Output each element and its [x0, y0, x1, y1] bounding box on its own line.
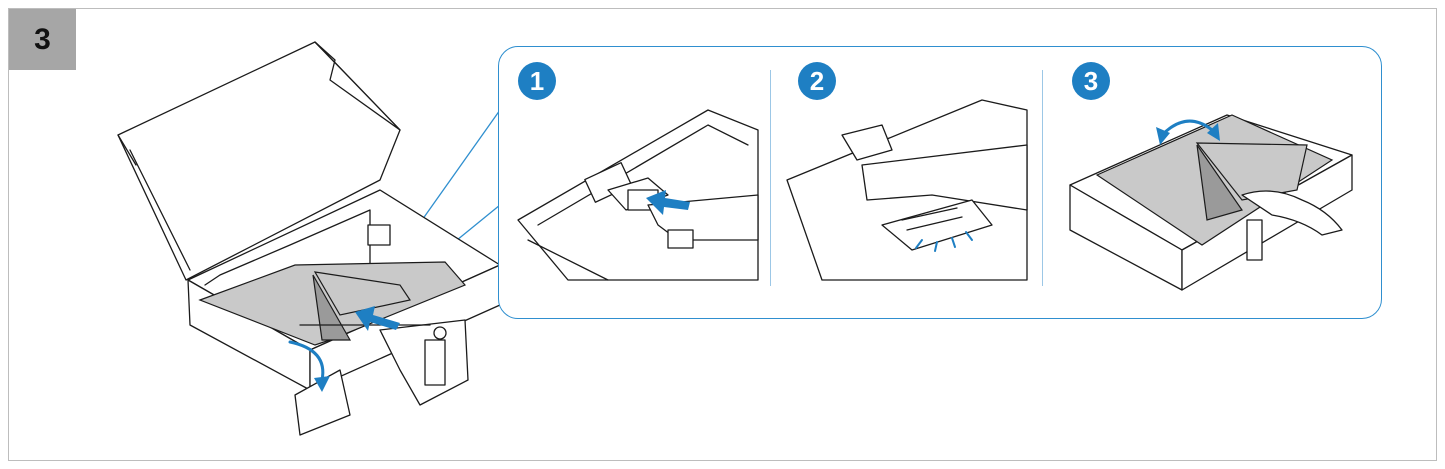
panel-2-illustration	[786, 99, 1028, 281]
box-with-monitor-illustration	[117, 41, 501, 436]
panel-number-3: 3	[1072, 62, 1110, 100]
instruction-frame	[8, 8, 1437, 461]
step-number-badge: 3	[9, 9, 76, 70]
panel-divider-1	[770, 70, 771, 286]
panel-number-1: 1	[518, 62, 556, 100]
panel-number-2: 2	[798, 62, 836, 100]
panel-1-illustration	[517, 109, 759, 281]
panel-3-illustration	[1069, 114, 1353, 291]
panel-divider-2	[1042, 70, 1043, 286]
